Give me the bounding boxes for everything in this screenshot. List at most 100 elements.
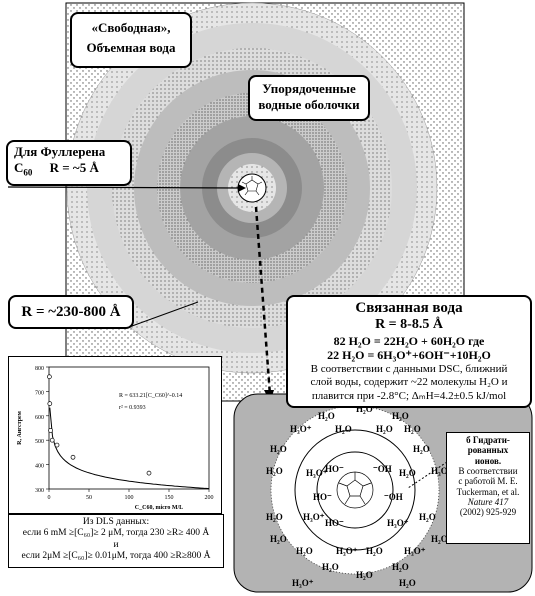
molecule-label: H₂O [270,444,287,454]
molecule-label: H₃O⁺ [336,546,358,556]
radius-leader-line [131,301,199,327]
molecule-label: HO⁻ [325,518,344,528]
molecule-label: H₂O [266,512,283,522]
hydrated-line7: Nature 417 [467,497,509,508]
chart-svg: 300 400 500 600 700 800 0 50 100 150 200 R = 633.21… [17,366,214,511]
data-point [146,470,152,476]
molecule-label: H₂O [392,562,409,572]
bound-water-title: Связанная вода [355,300,463,316]
free-water-label: «Свободная», Объемная вода [70,12,192,68]
molecule-label: H₂O [413,444,430,454]
x-tick-label: 50 [86,495,92,501]
dls-row1: если 6 mM ≥[C₆₀]≥ 2 μM, тогда 230 ≥R≥ 40… [22,528,210,539]
bound-water-note1: В соответствии с данными DSC, ближний [310,362,508,375]
data-point [70,454,76,460]
molecule-label: H₂O [270,534,287,544]
dls-row2: если 2μM ≥[C₆₀]≥ 0.01μM, тогда 400 ≥R≥80… [21,551,211,562]
bound-water-note3: плавится при -2.8°C; ΔₘH=4.2±0.5 kJ/mol [311,390,507,403]
c60-sub: 60 [23,167,33,178]
hydrated-line2: рованных [467,445,509,456]
hydrated-line6: Tuckerman, et al. [456,486,520,497]
bound-water-radius: R = 8-8.5 Å [375,317,443,332]
c60: C [14,159,24,175]
dls-box: Из DLS данных: если 6 mM ≥[C₆₀]≥ 2 μM, т… [8,514,224,568]
y-tick-label: 400 [35,464,44,470]
dashed-arrow [254,206,272,396]
molecule-label: H₃O⁺ [306,468,328,478]
data-point [48,428,53,433]
x-tick-label: 0 [48,495,51,501]
molecule-label: H₂O [318,411,335,421]
hydrated-line1: б Гидрати- [466,435,510,445]
y-tick-label: 700 [35,390,44,396]
fullerene-panel-icon [336,471,374,509]
chart-panel: 300 400 500 600 700 800 0 50 100 150 200 R = 633.21… [8,356,222,514]
molecule-label: H₂O [404,424,421,434]
data-point [54,442,60,448]
y-tick-label: 300 [35,488,44,494]
data-point [47,401,53,406]
y-tick-label: 500 [35,439,44,445]
free-water-line2: Объемная вода [86,39,176,55]
ordered-shells-line1: Упорядоченные [262,81,356,96]
y-tick-label: 800 [35,366,44,372]
molecule-label: H₂O [266,466,283,476]
chart-formula: R = 633.21[C_C60]^-0.14 [119,393,182,399]
fullerene-arrow [7,186,239,189]
molecule-label: H₂O [356,404,373,414]
bound-water-note2: слой воды, содержит ~22 молекулы H₂O и [310,376,508,389]
molecule-label: ⁻OH [373,464,392,474]
ordered-shells-label: Упорядоченные водные оболочки [248,75,370,121]
molecule-label: H₂O [322,562,339,572]
molecule-label: HO⁻ [325,464,344,474]
molecule-label: H₃O⁺ [292,578,314,588]
data-point [49,437,55,443]
x-tick-label: 200 [205,495,214,501]
molecule-label: H₂O [399,468,416,478]
free-water-line1: «Свободная», [91,20,171,35]
x-axis-label: C_C60, micro M/L [135,505,183,511]
hydrated-ions-box: б Гидрати- рованных ионов. В соответстви… [446,432,530,544]
molecule-label: H₂O [419,512,436,522]
outer-radius-label: R = ~230-800 Å [8,295,134,329]
fit-curve [49,407,210,490]
x-tick-label: 150 [165,495,174,501]
chart-r2: r² = 0.9393 [119,405,146,411]
outer-radius-value: R = ~230-800 Å [21,304,121,320]
molecule-label: H₃O⁺ [387,518,409,528]
molecule-label: H₂O [376,424,393,434]
bound-water-box: Связанная вода R = 8-8.5 Å 82 H₂O = 22H₂… [286,295,532,408]
fullerene-icon [241,176,263,196]
molecule-label: ⁻OH [384,492,403,502]
fullerene-radius: R = ~5 Å [49,159,99,175]
hydrated-line4: В соответствии [458,466,518,477]
molecule-label: H₃O⁺ [303,512,325,522]
molecule-label: H₂O [431,534,448,544]
plot-frame [48,366,210,490]
molecule-label: H₂O [356,570,373,580]
bound-water-eq1: 82 H₂O = 22H₂O + 60H₂O где [333,333,485,348]
x-tick-label: 100 [125,495,134,501]
molecule-label: H₂O [366,546,383,556]
y-tick-label: 600 [35,415,44,421]
molecule-label: H₂O [392,411,409,421]
molecule-label: H₂O [399,578,416,588]
ordered-shells-line2: водные оболочки [258,96,360,112]
molecule-label: H₃O⁺ [404,546,426,556]
bound-water-eq2: 22 H₂O = 6H₃O⁺+6OH⁻+10H₂O [327,348,491,363]
dls-and: и [113,539,119,550]
molecule-label: H₃O⁺ [290,424,312,434]
molecule-label: H₃O⁺ [431,466,453,476]
data-point [47,374,52,380]
molecule-label: H₂O [335,424,352,434]
hydrated-line5: с работой M. E. [458,476,518,487]
molecule-label: H₂O [296,546,313,556]
molecule-label: HO⁻ [313,492,332,502]
fullerene-line1: Для Фуллерена [14,144,106,159]
hydrated-line3: ионов. [474,455,502,466]
y-axis-label: R, Ангстрем [17,411,23,445]
hydrated-line8: (2002) 925-929 [459,507,517,518]
fullerene-label: Для Фуллерена C60 R = ~5 Å [6,140,132,186]
dls-title: Из DLS данных: [82,517,150,527]
